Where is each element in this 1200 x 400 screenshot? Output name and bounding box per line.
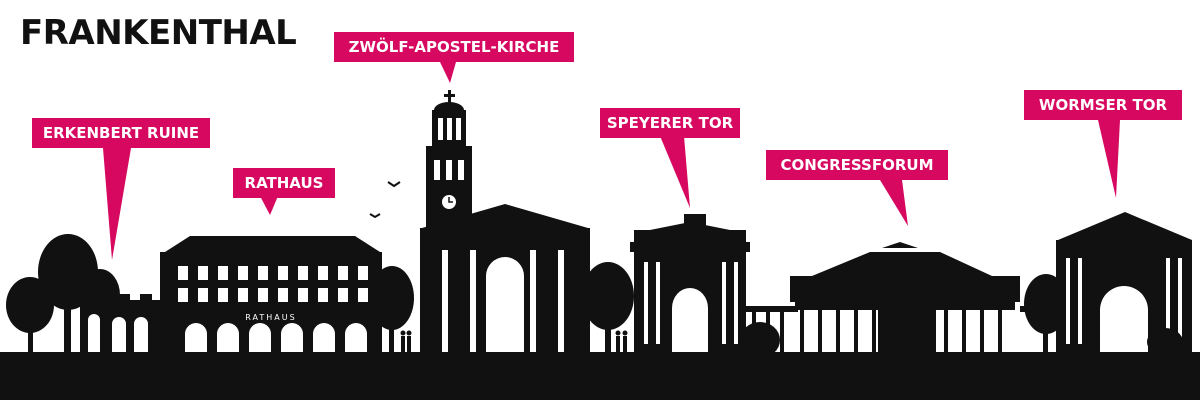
page-title: FRANKENTHAL: [20, 13, 297, 53]
kirche-columns: [442, 250, 564, 352]
label-rathaus: RATHAUS: [233, 168, 335, 198]
ruin-arches: [88, 314, 148, 352]
wormser-tor-building: [1056, 212, 1192, 356]
congress-pillars: [800, 310, 1002, 352]
tower-windows: [434, 118, 464, 180]
bird-icon: [369, 181, 401, 219]
pointer-speyerer: [660, 136, 690, 208]
congressforum-building: [740, 242, 1020, 358]
pointer-wormser: [1098, 120, 1120, 198]
pointer-rathaus: [260, 196, 278, 215]
ground: [0, 352, 1200, 400]
rathaus-windows: [178, 266, 368, 302]
wormser-pilasters: [1066, 258, 1182, 344]
cross-icon: [444, 90, 455, 104]
callout-pointers: [103, 62, 1120, 260]
pointer-congress: [880, 180, 908, 226]
pointer-kirche: [440, 62, 456, 83]
tree-icon: [370, 266, 414, 352]
pointer-erkenbert: [103, 148, 131, 260]
speyerer-tor-building: [630, 214, 750, 352]
label-erkenbert-ruine: ERKENBERT RUINE: [32, 118, 210, 148]
label-speyerer-tor: SPEYERER TOR: [600, 108, 740, 138]
label-congressforum: CONGRESSFORUM: [766, 150, 948, 180]
label-zwoelf-apostel-kirche: ZWÖLF-APOSTEL-KIRCHE: [334, 32, 574, 62]
bush: [1147, 328, 1183, 356]
label-wormser-tor: WORMSER TOR: [1024, 90, 1182, 120]
tor-pilasters: [644, 262, 738, 344]
person-icon: [400, 330, 628, 352]
tree-icon: [582, 262, 634, 352]
kirche-building: [420, 90, 590, 352]
rathaus-building: RATHAUS: [160, 236, 382, 352]
rathaus-facade-text: RATHAUS: [245, 313, 296, 322]
rathaus-arcades: [185, 323, 367, 352]
bush: [740, 322, 780, 358]
